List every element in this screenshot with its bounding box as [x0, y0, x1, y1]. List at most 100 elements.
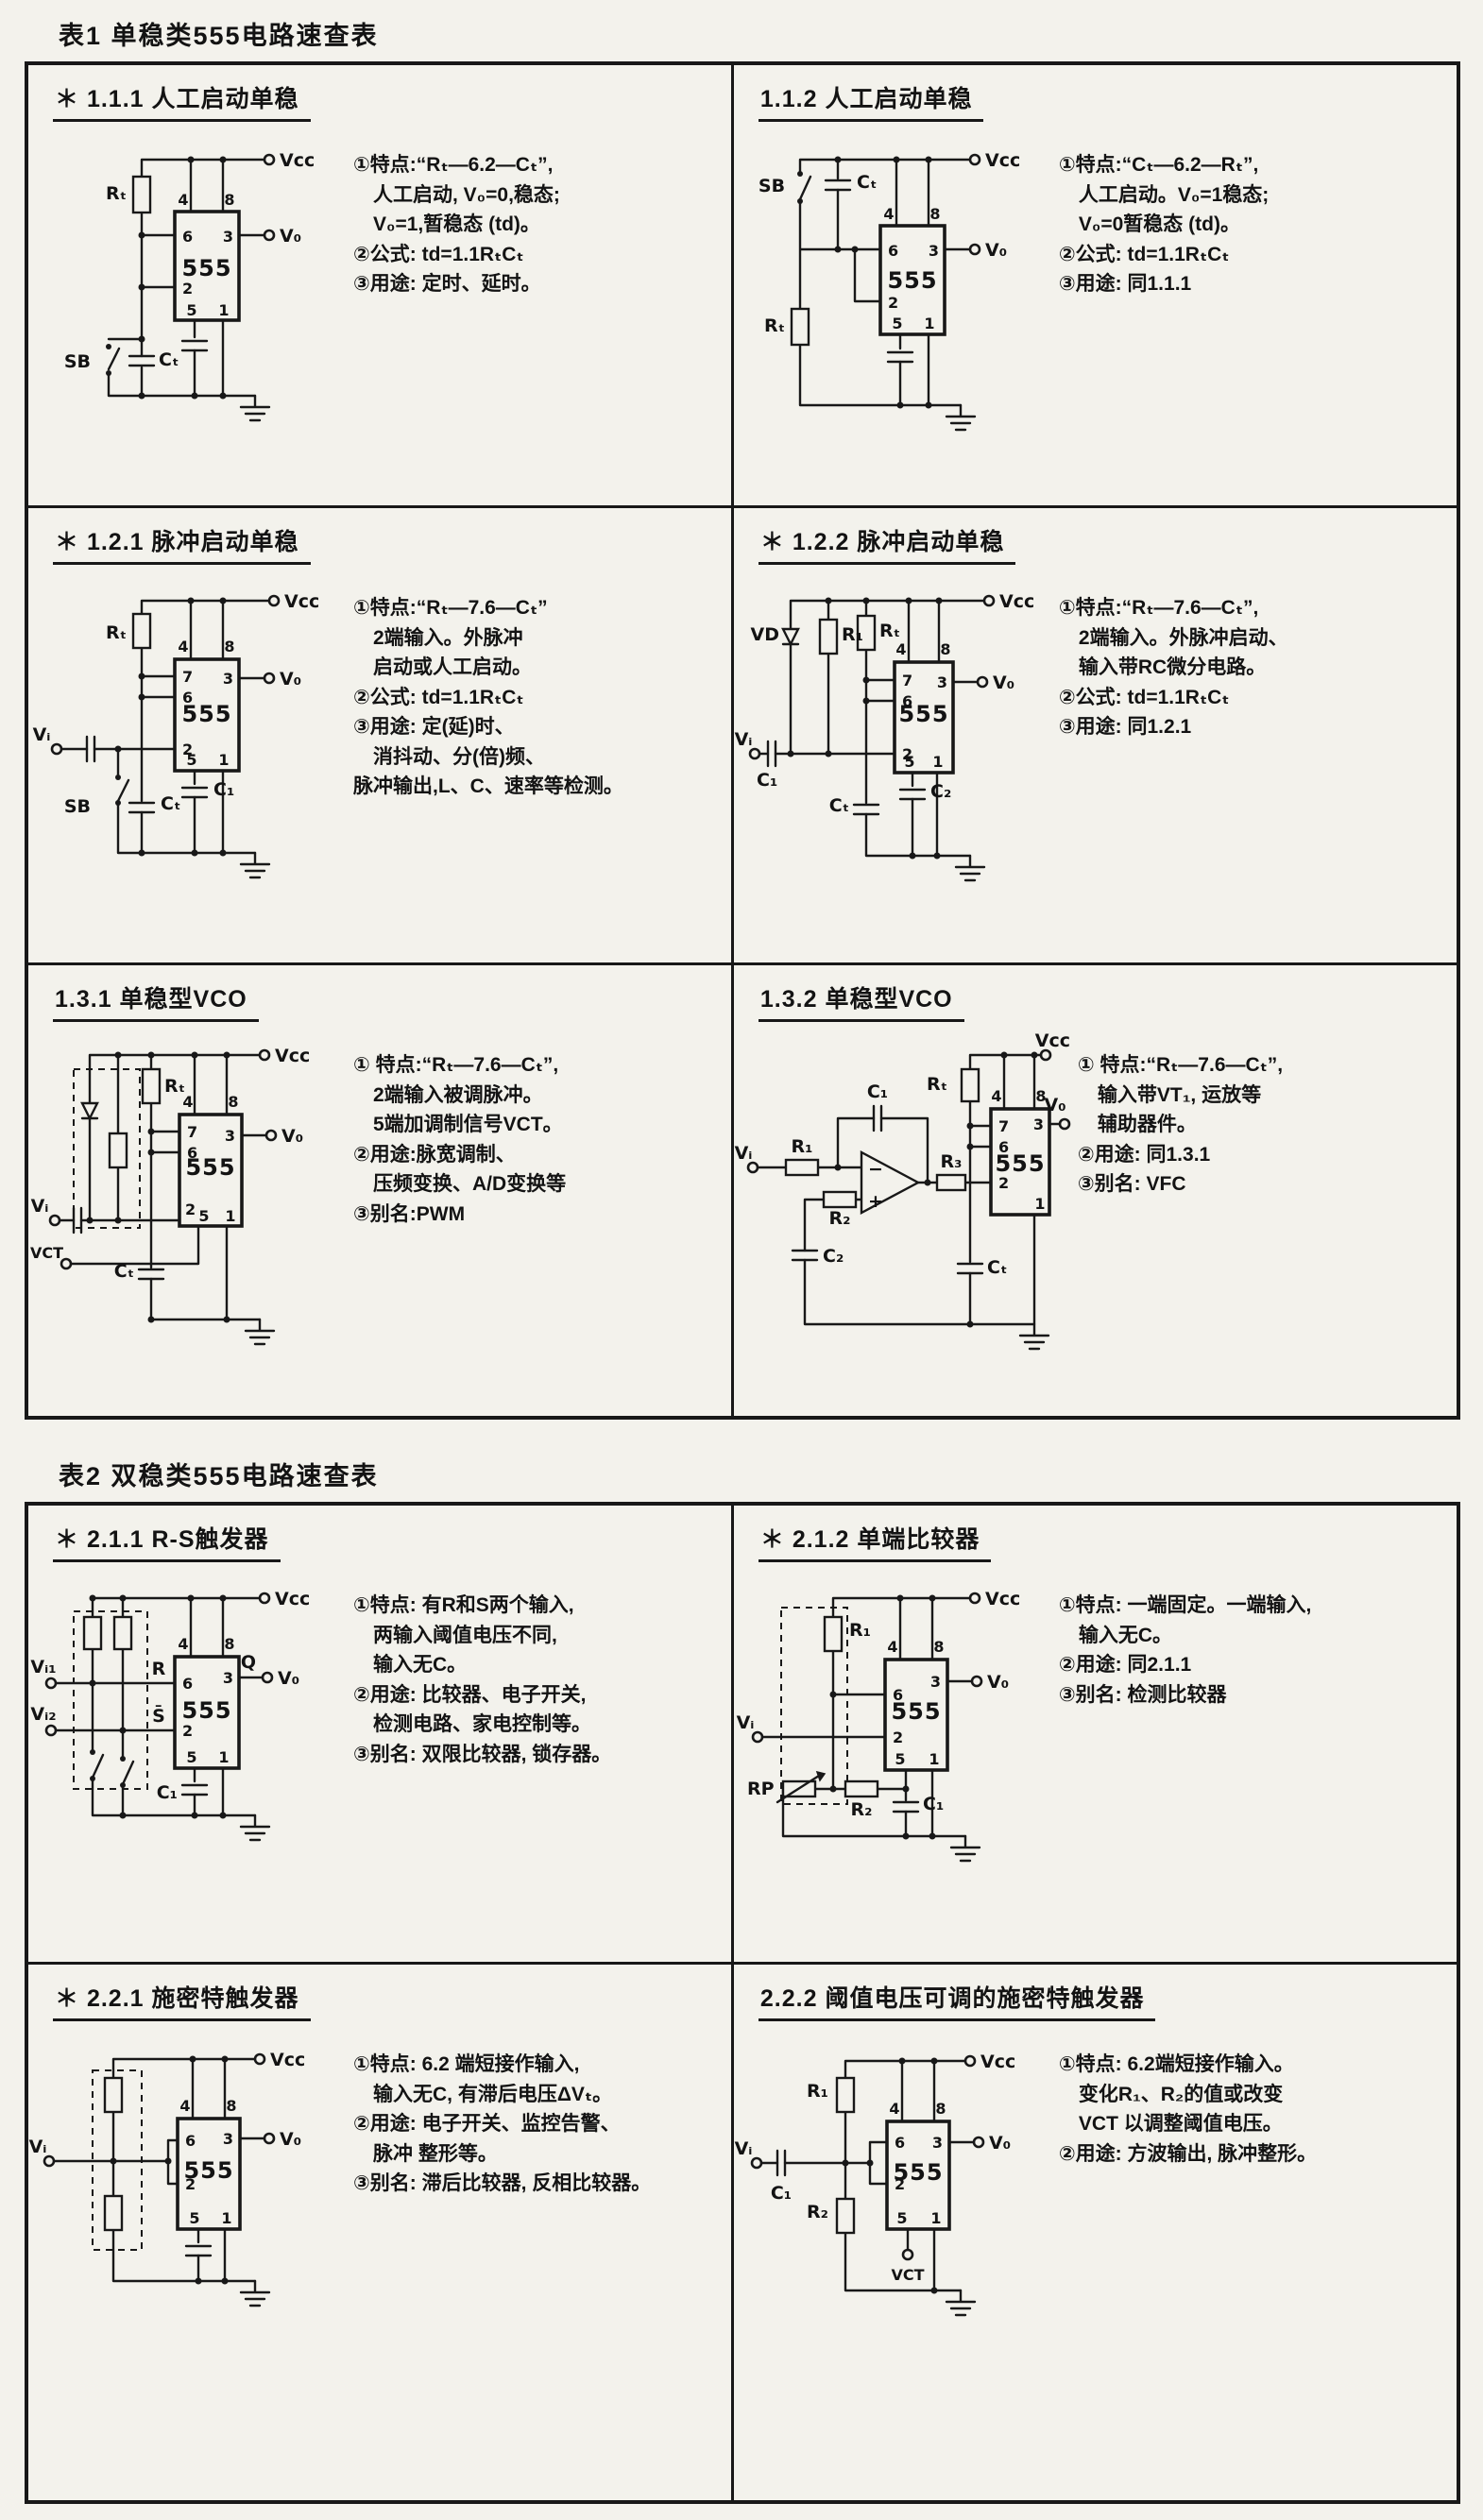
switch — [90, 1749, 105, 1781]
resistor-rt — [856, 614, 877, 652]
pin-4-label: 4 — [887, 1638, 897, 1656]
cell-1-3-1: 1.3.1 单稳型VCO 555 — [28, 965, 731, 1416]
ic-555-label: 555 — [181, 1697, 231, 1724]
vi-label: Vᵢ — [31, 1196, 49, 1217]
pin-6-label: 6 — [895, 2134, 905, 2152]
opamp-minus-label: − — [868, 1159, 883, 1180]
note-line: ②公式: td=1.1RₜCₜ — [353, 243, 524, 265]
table1: ＊ 1.1.1 人工启动单稳 555 — [25, 61, 1460, 1420]
rt-label: Rₜ — [164, 1076, 185, 1097]
note-line: VCT 以调整阈值电压。 — [1058, 2113, 1283, 2135]
circuit-title-1-1-2: 1.1.2 人工启动单稳 — [758, 80, 984, 122]
vcc-label: Vcc — [275, 1589, 310, 1609]
note-line: ①特点: 一端固定。一端输入, — [1058, 1594, 1312, 1616]
vi-label: Vᵢ — [734, 729, 752, 750]
note-line: 输入无C, 有滞后电压ΔVₜ。 — [353, 2083, 613, 2105]
circuit-title-2-1-1: ＊ 2.1.1 R-S触发器 — [53, 1521, 281, 1562]
note-line: ②用途: 同2.1.1 — [1058, 1654, 1192, 1676]
capacitor-pin5 — [184, 2244, 213, 2257]
pin-8-label: 8 — [226, 2097, 236, 2115]
ic-555-label: 555 — [181, 701, 231, 727]
vi1-label: Vᵢ₁ — [30, 1657, 56, 1677]
ct-label: Cₜ — [159, 349, 179, 370]
vi2-label: Vᵢ₂ — [30, 1704, 56, 1725]
capacitor-c1 — [766, 740, 777, 768]
note-line: ① 特点:“Rₜ—7.6—Cₜ”, — [353, 1054, 559, 1076]
circuit-diagram-1-1-1: 555 4 8 6 3 2 5 1 Vcc V₀ Rₜ SB Cₜ — [64, 150, 315, 422]
ground-symbol — [945, 2289, 977, 2317]
note-line: 变化R₁、R₂的值或改变 — [1058, 2083, 1284, 2105]
ic-555: 555 — [883, 1658, 949, 1772]
switch-sb — [796, 171, 812, 204]
pin-8-label: 8 — [224, 638, 234, 656]
vct-label: VCT — [891, 2266, 924, 2284]
r1-label: R₁ — [849, 1620, 871, 1641]
pin-3-label: 3 — [930, 1673, 941, 1691]
note-line: ②用途:脉宽调制、 — [353, 1143, 516, 1166]
ic-555-label: 555 — [183, 2157, 233, 2184]
circuit-diagram-1-2-2: 555 4 8 7 6 3 2 5 1 Vcc V₀ Vᵢ VD — [734, 591, 1034, 882]
pin-5-label: 5 — [186, 1748, 196, 1766]
pin-3-label: 3 — [1033, 1115, 1044, 1133]
pin-2-label: 2 — [182, 280, 193, 298]
cell-2-1-2: ＊ 2.1.2 单端比较器 — [730, 1506, 1457, 1962]
circuit-diagram-2-1-1: 555 4 8 6 2 3 5 1 Vcc V₀ Vᵢ₁ Vᵢ₂ — [30, 1589, 310, 1842]
ground-symbol — [949, 1834, 981, 1863]
note-line: V₀=1,暂稳态 (td)。 — [353, 213, 540, 235]
note-line: 输入带RC微分电路。 — [1058, 656, 1267, 678]
pin-3-label: 3 — [937, 673, 947, 691]
circuit-diagram-1-3-2: − + 555 4 8 7 — [734, 1030, 1071, 1351]
cell-1-3-2: 1.3.2 单稳型VCO − + — [730, 965, 1457, 1416]
pin-8-label: 8 — [1035, 1087, 1046, 1105]
vcc-label: Vcc — [985, 1589, 1020, 1609]
vcc-terminal — [263, 153, 276, 166]
circuit-title-1-2-1: ＊ 1.2.1 脉冲启动单稳 — [53, 523, 311, 565]
pin-8-label: 8 — [933, 1638, 944, 1656]
vcc-terminal — [968, 153, 981, 166]
note-line: ③别名: VFC — [1077, 1173, 1186, 1195]
pin-2-label: 2 — [902, 745, 912, 763]
vcc-terminal — [1039, 1048, 1052, 1062]
resistor-r2 — [822, 1190, 858, 1209]
c2-label: C₂ — [930, 781, 951, 802]
ic-555: 555 — [176, 2117, 242, 2231]
ground-symbol — [1018, 1322, 1050, 1351]
note-line: ③用途: 定时、延时。 — [353, 273, 541, 295]
pin-3-label: 3 — [223, 2130, 233, 2148]
pin-2-label: 2 — [998, 1174, 1009, 1192]
ic-555: 555 — [878, 224, 946, 336]
note-line: ③用途: 定(延)时、 — [353, 716, 515, 738]
note-line: 输入无C。 — [1058, 1624, 1173, 1646]
pin-4-label: 4 — [883, 205, 894, 223]
ic-555: 555 — [173, 1655, 241, 1770]
vi-terminal — [751, 1730, 764, 1744]
table2: ＊ 2.1.1 R-S触发器 — [25, 1502, 1460, 2504]
capacitor-ct — [137, 1268, 165, 1281]
pin-4-label: 4 — [991, 1087, 1001, 1105]
vcc-label: Vcc — [275, 1046, 310, 1066]
pin-8-label: 8 — [935, 2100, 946, 2118]
circuit-title-2-2-1: ＊ 2.2.1 施密特触发器 — [53, 1980, 311, 2021]
sb-label: SB — [64, 351, 91, 372]
pin-6-label: 6 — [893, 1686, 903, 1704]
pin-1-label: 1 — [218, 751, 229, 769]
vcc-terminal — [253, 2052, 266, 2066]
ic-555-label: 555 — [185, 1154, 235, 1181]
pin-5-label: 5 — [189, 2209, 199, 2227]
vo-terminal — [261, 1671, 274, 1684]
resistor — [82, 1615, 103, 1651]
note-line: ③别名:PWM — [353, 1202, 466, 1225]
vct-terminal — [60, 1257, 73, 1270]
pin-7-label: 7 — [182, 668, 193, 686]
wiring — [107, 158, 266, 398]
scanned-page: 表1 单稳类555电路速查表 ＊ 1.1.1 人工启动单稳 — [0, 15, 1483, 2504]
note-line: ③别名: 双限比较器, 锁存器。 — [353, 1743, 612, 1765]
circuit-notes-2-2-2: ①特点: 6.2端短接作输入。 变化R₁、R₂的值或改变 VCT 以调整阈值电压… — [1055, 2021, 1457, 2169]
pin-8-label: 8 — [228, 1093, 238, 1111]
c1-label: C₁ — [771, 2183, 792, 2204]
pin-8-label: 8 — [224, 191, 234, 209]
rt-label: Rₜ — [106, 183, 127, 204]
vo-terminal — [972, 2136, 985, 2149]
coupling-capacitor — [72, 1206, 83, 1234]
